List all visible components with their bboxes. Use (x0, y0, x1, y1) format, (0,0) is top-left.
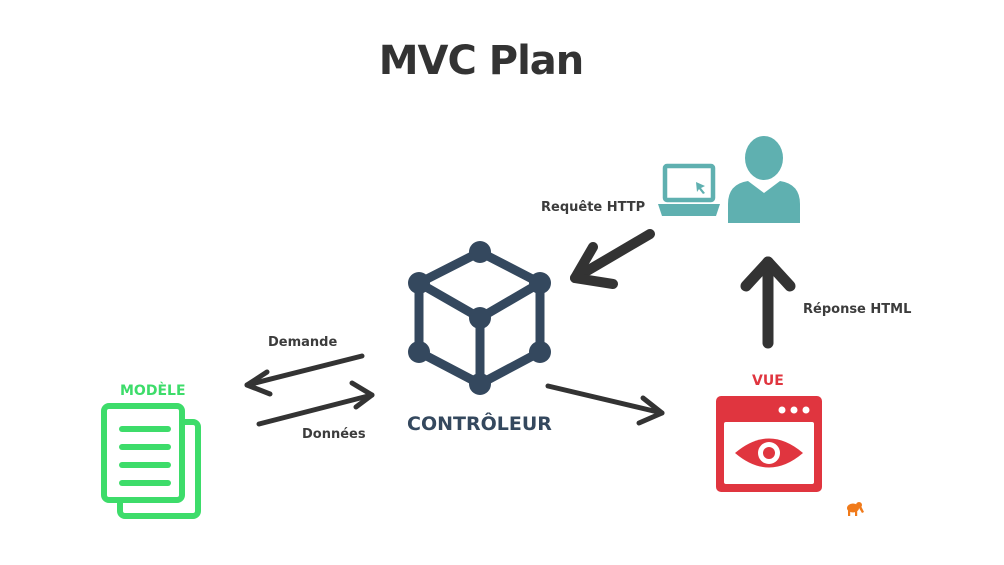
controller-to-view-arrow (545, 383, 665, 426)
browser-eye-icon (716, 396, 822, 492)
http-request-arrow (570, 229, 655, 289)
request-label: Demande (268, 335, 338, 350)
view-label: VUE (752, 373, 784, 389)
elephant-logo-icon (847, 502, 864, 516)
page-title: MVC Plan (378, 38, 585, 84)
user-icon (728, 136, 800, 223)
model-label: MODÈLE (120, 383, 186, 399)
document-stack-icon (101, 403, 201, 519)
data-arrow (256, 380, 375, 427)
data-label: Données (302, 427, 366, 442)
cube-vertex-nodes (408, 241, 551, 395)
controller-label: CONTRÔLEUR (407, 413, 552, 435)
html-response-label: Réponse HTML (803, 302, 912, 317)
request-arrow (244, 353, 365, 397)
http-request-label: Requête HTTP (541, 200, 646, 215)
laptop-icon (658, 163, 720, 216)
document-lines (119, 426, 171, 486)
html-response-arrow (740, 256, 796, 349)
